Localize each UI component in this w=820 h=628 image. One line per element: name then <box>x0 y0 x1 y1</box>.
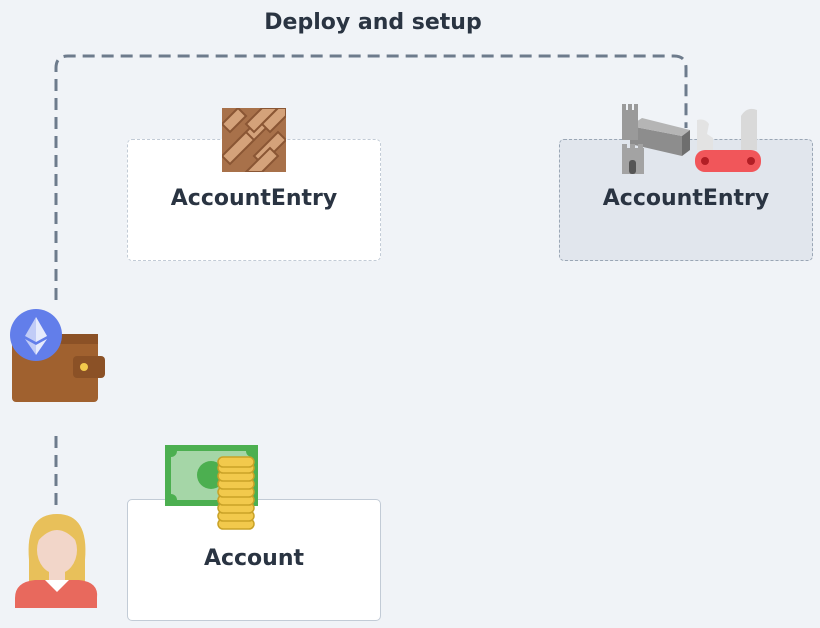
user-avatar-icon <box>15 514 98 608</box>
node-label: AccountEntry <box>170 186 338 211</box>
account-node[interactable]: Account <box>127 499 381 621</box>
money-and-coins-icon <box>165 445 258 530</box>
ethereum-wallet-icon <box>10 309 105 402</box>
node-label: Account <box>203 546 305 571</box>
castle-wall-icon <box>622 104 690 174</box>
node-label: AccountEntry <box>602 186 770 211</box>
deploy-connector <box>54 54 688 505</box>
diagram-title: Deploy and setup <box>264 10 482 35</box>
parquet-floor-icon <box>222 108 286 172</box>
swiss-knife-icon <box>695 108 761 172</box>
